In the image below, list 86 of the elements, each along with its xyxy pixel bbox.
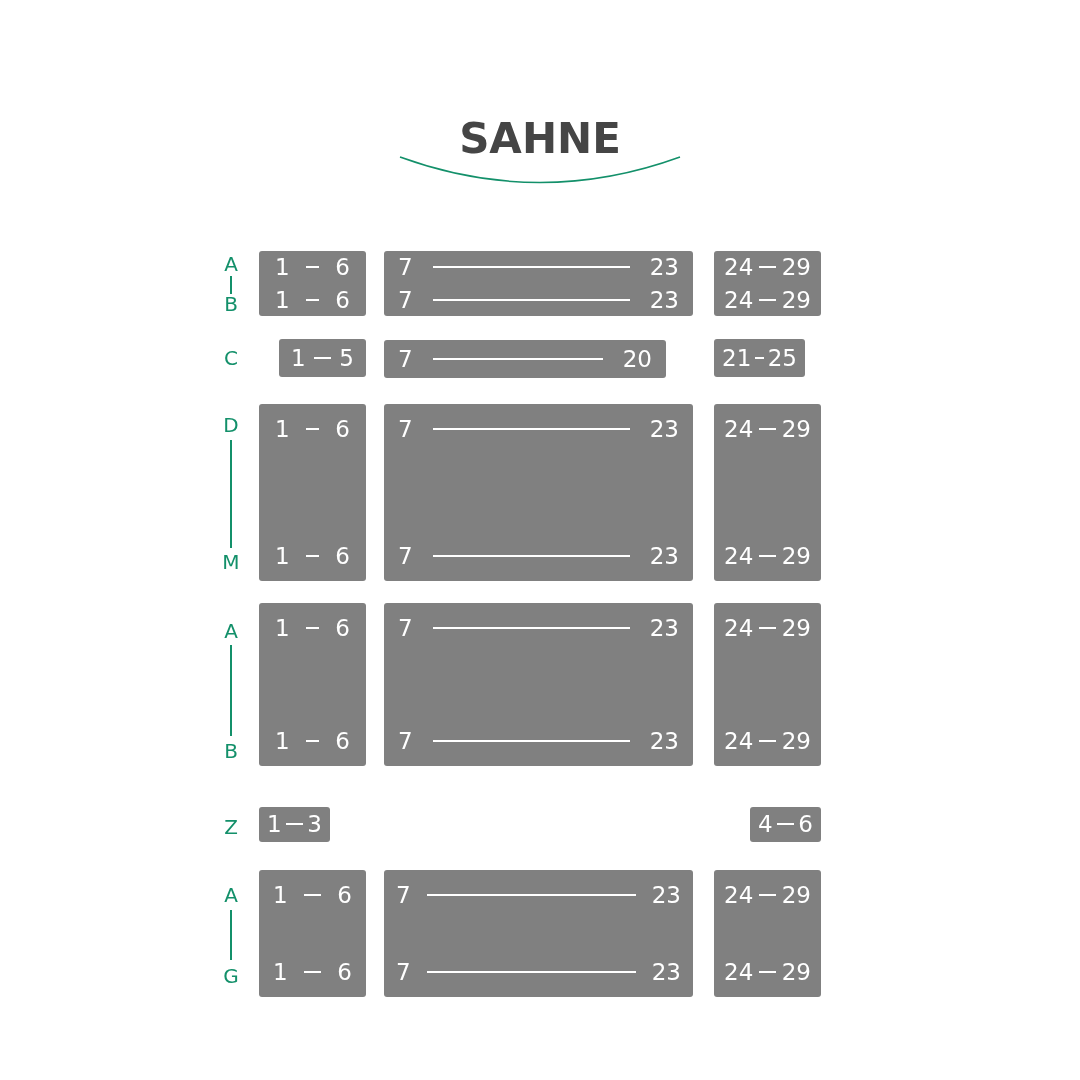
seat-number: 24 [724,287,754,313]
seat-number: 3 [307,811,322,837]
seat-number: 7 [398,416,413,442]
row-letter: A [223,620,239,642]
seat-number: 7 [398,615,413,641]
row-letter: C [223,347,239,369]
seat-number: 6 [337,882,352,908]
seat-number: 6 [335,543,350,569]
seat-number: 1 [275,728,290,754]
seat-number: 25 [767,345,797,371]
seat-number: 6 [335,287,350,313]
seat-number: 7 [398,287,413,313]
seat-number: 4 [758,811,773,837]
seat-number: 23 [649,615,679,641]
seat-number: 24 [724,254,754,280]
seat-block [714,870,821,997]
row-letter: D [222,414,240,436]
seat-number: 20 [622,346,652,372]
seat-number: 1 [291,345,306,371]
seat-block [259,807,330,842]
seat-block [259,870,366,997]
row-letter: Z [223,816,239,838]
seat-number: 29 [781,615,811,641]
seat-number: 23 [649,287,679,313]
row-letter: G [222,965,240,987]
seat-block [750,807,821,842]
seat-number: 1 [275,287,290,313]
row-letter: A [223,884,239,906]
seat-number: 24 [724,543,754,569]
seat-number: 23 [651,882,681,908]
seat-number: 1 [275,615,290,641]
seat-number: 23 [649,416,679,442]
seat-number: 7 [396,959,411,985]
seat-number: 5 [339,345,354,371]
row-letter: B [223,293,239,315]
seat-number: 23 [649,254,679,280]
seat-block [384,251,693,316]
seat-number: 29 [781,287,811,313]
seat-number: 1 [275,543,290,569]
seat-number: 29 [781,543,811,569]
seat-block [714,404,821,581]
row-letter: M [221,551,241,573]
seat-block [279,339,366,377]
seat-number: 29 [781,882,811,908]
seat-block [259,404,366,581]
seat-number: 29 [781,959,811,985]
seat-number: 24 [724,615,754,641]
seat-number: 1 [273,882,288,908]
seat-block [259,251,366,316]
row-letter: A [223,253,239,275]
seat-number: 6 [335,728,350,754]
seat-number: 6 [337,959,352,985]
seat-number: 24 [724,728,754,754]
seat-number: 1 [275,254,290,280]
seat-number: 24 [724,416,754,442]
seat-block [384,603,693,766]
seat-number: 29 [781,728,811,754]
seat-number: 7 [398,346,413,372]
seat-number: 23 [651,959,681,985]
seat-number: 7 [398,254,413,280]
seat-number: 6 [335,615,350,641]
seat-number: 21 [722,345,752,371]
seat-number: 29 [781,254,811,280]
seat-number: 24 [724,959,754,985]
seat-number: 29 [781,416,811,442]
row-letter: B [223,740,239,762]
seat-block [384,870,693,997]
seat-number: 6 [798,811,813,837]
stage-label: SAHNE [459,114,621,164]
seat-block [384,340,666,378]
seat-number: 6 [335,416,350,442]
seat-number: 23 [649,728,679,754]
seat-number: 6 [335,254,350,280]
seat-number: 7 [398,728,413,754]
seat-block [714,251,821,316]
seat-block [714,339,805,377]
seat-number: 23 [649,543,679,569]
seat-number: 7 [396,882,411,908]
seat-block [384,404,693,581]
seat-number: 24 [724,882,754,908]
seat-number: 7 [398,543,413,569]
seat-number: 1 [273,959,288,985]
seat-number: 1 [267,811,282,837]
seat-block [714,603,821,766]
seat-number: 1 [275,416,290,442]
seat-block [259,603,366,766]
